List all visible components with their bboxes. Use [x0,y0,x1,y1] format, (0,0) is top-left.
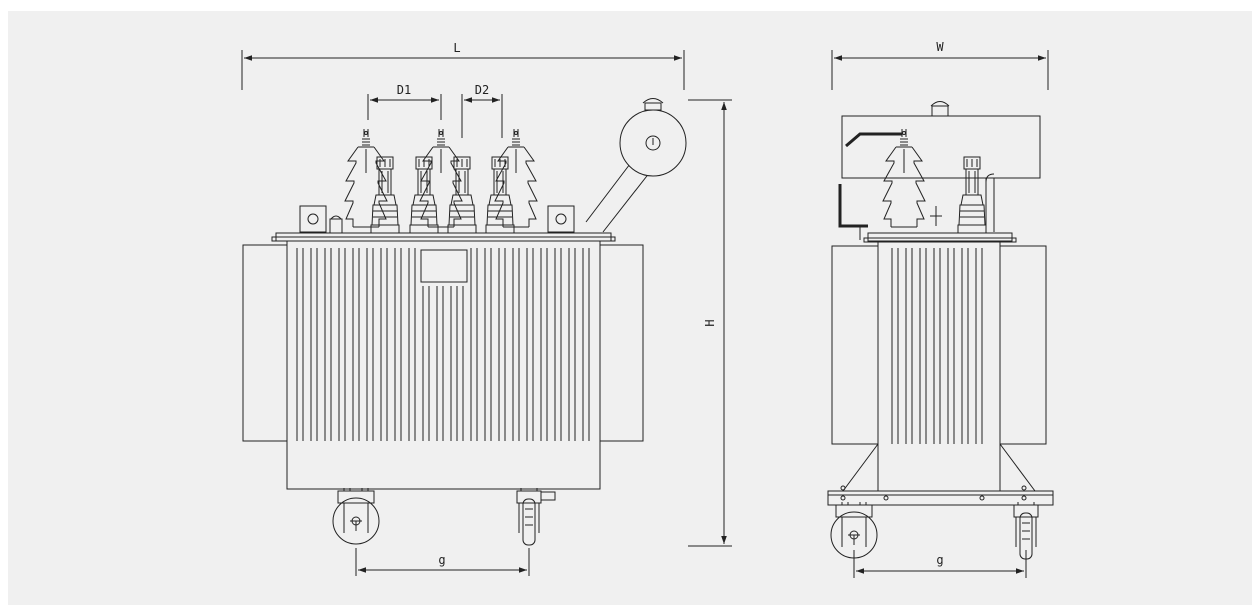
dimension-label-length: L [453,41,460,55]
dimension-label-d1: D1 [397,83,411,97]
dimension-label-gauge-front: g [438,553,445,567]
dimension-label-gauge-side: g [936,553,943,567]
front-view [241,50,732,576]
dimension-label-height: H [703,319,717,326]
dimension-label-width: W [936,40,944,54]
dimension-label-d2: D2 [475,83,489,97]
side-view [827,50,1054,578]
